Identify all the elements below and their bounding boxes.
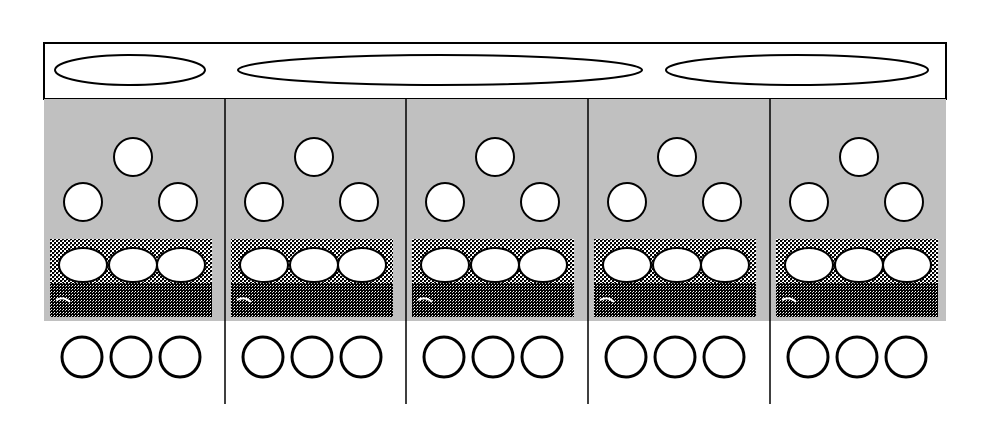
upper-circle (520, 182, 560, 222)
middle-oval (700, 247, 750, 283)
upper-circle (244, 182, 284, 222)
upper-circle (884, 182, 924, 222)
upper-circle (607, 182, 647, 222)
columns-layer (44, 99, 946, 404)
middle-oval (337, 247, 387, 283)
middle-oval (58, 247, 108, 283)
upper-circle (294, 137, 334, 177)
bottom-circle (653, 335, 697, 379)
bottom-circle (109, 335, 153, 379)
bottom-circle (520, 335, 564, 379)
upper-circle (63, 182, 103, 222)
band-mark (781, 297, 797, 303)
middle-oval (882, 247, 932, 283)
top-bar (43, 42, 947, 100)
middle-oval (289, 247, 339, 283)
upper-circle (158, 182, 198, 222)
upper-circle (789, 182, 829, 222)
bottom-circle (786, 335, 830, 379)
middle-oval (156, 247, 206, 283)
bottom-circle (604, 335, 648, 379)
bottom-circle (60, 335, 104, 379)
column-3 (412, 137, 574, 379)
bottom-circle (339, 335, 383, 379)
dark-dotted-band (412, 283, 574, 317)
dark-dotted-band (50, 283, 212, 317)
upper-circle (339, 182, 379, 222)
column-5 (776, 137, 938, 379)
band-mark (55, 297, 71, 303)
upper-circle (702, 182, 742, 222)
middle-oval (602, 247, 652, 283)
bottom-circle (422, 335, 466, 379)
middle-oval (652, 247, 702, 283)
bottom-circle (835, 335, 879, 379)
band-mark (236, 297, 252, 303)
bottom-circle (290, 335, 334, 379)
upper-circle (113, 137, 153, 177)
top-ellipse-2 (237, 54, 643, 86)
upper-circle (425, 182, 465, 222)
column-4 (594, 137, 756, 379)
band-mark (599, 297, 615, 303)
bottom-circle (471, 335, 515, 379)
bottom-circle (241, 335, 285, 379)
dark-dotted-band (776, 283, 938, 317)
upper-circle (475, 137, 515, 177)
middle-oval (239, 247, 289, 283)
middle-oval (420, 247, 470, 283)
column-2 (231, 137, 393, 379)
upper-circle (839, 137, 879, 177)
middle-oval (834, 247, 884, 283)
bottom-circle (884, 335, 928, 379)
middle-oval (108, 247, 158, 283)
middle-oval (784, 247, 834, 283)
middle-oval (518, 247, 568, 283)
upper-circle (657, 137, 697, 177)
band-mark (417, 297, 433, 303)
top-ellipse-1 (54, 54, 206, 86)
column-1 (50, 137, 212, 379)
dark-dotted-band (594, 283, 756, 317)
bottom-circle (702, 335, 746, 379)
dark-dotted-band (231, 283, 393, 317)
bottom-circle (158, 335, 202, 379)
top-ellipse-3 (665, 54, 929, 86)
middle-oval (470, 247, 520, 283)
